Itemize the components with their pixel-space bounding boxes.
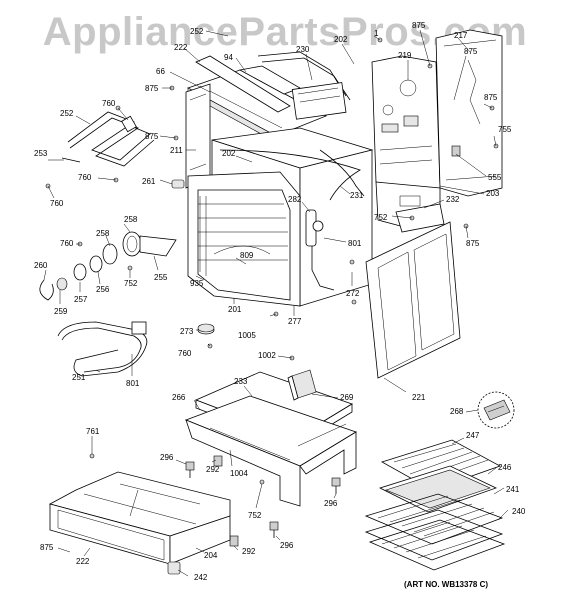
callout-label: 221 — [412, 393, 426, 402]
callout-label: 292 — [242, 547, 256, 556]
callout-label: 240 — [512, 507, 526, 516]
callout-label: 875 — [145, 84, 159, 93]
callout-label: 253 — [34, 149, 48, 158]
callout-label: 935 — [190, 279, 204, 288]
callout-label: 1004 — [230, 469, 248, 478]
callout-label: 761 — [86, 427, 100, 436]
callout-label: 241 — [506, 485, 520, 494]
callout-label: 232 — [446, 195, 460, 204]
callout-label: 752 — [248, 511, 262, 520]
callout-label: 292 — [206, 465, 220, 474]
callout-label: 801 — [126, 379, 140, 388]
left-side-panel-part — [185, 83, 211, 189]
callout-label: 1005 — [238, 331, 256, 340]
callout-label: 266 — [172, 393, 186, 402]
callout-label: 246 — [498, 463, 512, 472]
wire-harness-part — [257, 51, 351, 120]
oven-sensor-part — [305, 209, 335, 291]
callout-label: 222 — [76, 557, 90, 566]
callout-label: 296 — [160, 453, 174, 462]
callout-label: 801 — [348, 239, 362, 248]
callout-label: 217 — [454, 31, 468, 40]
callout-label: 257 — [74, 295, 88, 304]
callout-label: 211 — [170, 146, 183, 155]
element-bracket-part — [477, 391, 515, 429]
callout-label: 231 — [350, 191, 364, 200]
callout-label: 875 — [40, 543, 54, 552]
callout-label: 296 — [324, 499, 338, 508]
callout-label: 204 — [204, 551, 218, 560]
drawer-glide-part — [167, 561, 181, 575]
callout-label: 277 — [288, 317, 302, 326]
callout-label: 256 — [96, 285, 110, 294]
callout-label: 1002 — [258, 351, 276, 360]
callout-label: 203 — [486, 189, 500, 198]
callout-label: 94 — [224, 53, 233, 62]
callout-label: 755 — [498, 125, 512, 134]
callout-label: 760 — [178, 349, 192, 358]
callout-label: 255 — [154, 273, 168, 282]
bake-element-part — [57, 321, 148, 377]
callout-label: 875 — [412, 21, 426, 30]
callout-label: 222 — [174, 43, 188, 52]
broil-element-part — [61, 111, 155, 167]
callout-label: 261 — [142, 177, 156, 186]
broil-pan-part — [378, 439, 501, 513]
leveling-leg-part — [185, 455, 341, 547]
back-wall-part — [435, 29, 503, 197]
callout-label: 258 — [96, 229, 110, 238]
callout-label: 269 — [340, 393, 354, 402]
callout-label: 230 — [296, 45, 310, 54]
oven-door-panel-part — [365, 221, 461, 379]
callout-label: 260 — [34, 261, 48, 270]
callout-label: 875 — [484, 93, 498, 102]
latch-clip-part — [287, 369, 317, 401]
side-insulation-part — [395, 203, 445, 233]
callout-label: 282 — [288, 195, 302, 204]
drawer-housing-part — [184, 371, 357, 507]
callout-label: 273 — [180, 327, 194, 336]
callout-label: 760 — [78, 173, 92, 182]
callout-labels: 252 222 94 66 875 875 211 230 202 1 875 … — [34, 21, 526, 582]
storage-drawer-part — [48, 471, 231, 565]
oven-liner-part — [187, 171, 301, 307]
callout-label: 752 — [124, 279, 138, 288]
callout-label: 760 — [102, 99, 116, 108]
callout-label: 268 — [450, 407, 464, 416]
callout-label: 252 — [60, 109, 74, 118]
leader-lines — [43, 29, 509, 577]
callout-label: 233 — [234, 377, 248, 386]
callout-label: 201 — [228, 305, 242, 314]
callout-label: 875 — [464, 47, 478, 56]
callout-label: 555 — [488, 173, 502, 182]
callout-label: 202 — [222, 149, 236, 158]
callout-label: 760 — [60, 239, 74, 248]
callout-label: 258 — [124, 215, 138, 224]
oven-light-part — [39, 231, 177, 301]
callout-label: 219 — [398, 51, 412, 60]
callout-label: 66 — [156, 67, 165, 76]
callout-label: 752 — [374, 213, 388, 222]
callout-label: 296 — [280, 541, 294, 550]
callout-label: 760 — [50, 199, 64, 208]
callout-label: 242 — [194, 573, 208, 582]
callout-label: 202 — [334, 35, 348, 44]
callout-label: 259 — [54, 307, 68, 316]
callout-label: 1 — [374, 29, 379, 38]
callout-label: 875 — [466, 239, 480, 248]
callout-label: 252 — [190, 27, 204, 36]
callout-label: 875 — [145, 132, 159, 141]
rear-panel-part — [371, 55, 441, 197]
art-number-label: (ART NO. WB13378 C) — [404, 580, 489, 589]
small-parts — [171, 179, 215, 335]
callout-label: 247 — [466, 431, 480, 440]
oven-rack-part — [364, 493, 506, 571]
callout-label: 272 — [346, 289, 360, 298]
callout-label: 809 — [240, 251, 254, 260]
callout-label: 251 — [72, 373, 86, 382]
